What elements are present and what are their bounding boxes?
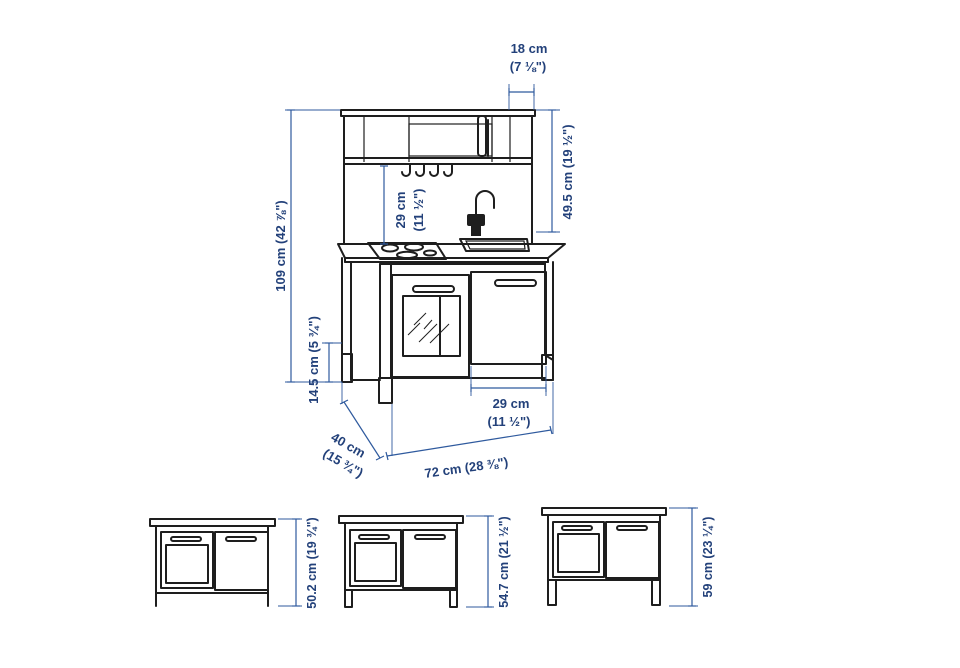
adjusted-height-view-high: 59 cm (23 ¼"): [541, 507, 715, 607]
utensil-hooks: [401, 163, 453, 177]
label-height-mid: 54.7 cm (21 ½"): [497, 516, 511, 607]
hob: [367, 242, 447, 260]
label-door-width-in: (11 ½"): [487, 414, 530, 429]
towel-rail: [477, 115, 487, 157]
main-dimensions: 18 cm (7 ⅛") 49.5 cm (19 ½") 29 cm (11 ½…: [273, 41, 575, 481]
label-shelf-gap-in: (11 ½"): [411, 188, 426, 231]
label-height-high: 59 cm (23 ¼"): [701, 517, 715, 598]
label-width: 72 cm (28 ⅜"): [424, 454, 509, 481]
hutch-top-board: [340, 109, 536, 117]
countertop: [337, 243, 566, 259]
faucet: [467, 190, 495, 236]
label-height-low: 50.2 cm (19 ¾"): [305, 517, 319, 608]
adjusted-height-view-mid: 54.7 cm (21 ½"): [338, 515, 511, 608]
oven-handle: [412, 285, 455, 293]
label-base-height: 14.5 cm (5 ¾"): [306, 316, 321, 404]
label-upper-height: 49.5 cm (19 ½"): [560, 124, 575, 219]
label-shelf-gap-cm: 29 cm: [393, 192, 408, 229]
legs: [341, 353, 554, 404]
label-top-depth-cm: 18 cm: [511, 41, 548, 56]
label-door-width-cm: 29 cm: [493, 396, 530, 411]
adjusted-height-view-low: 50.2 cm (19 ¾"): [149, 517, 319, 609]
play-kitchen-main-view: [337, 109, 566, 404]
oven-door: [391, 274, 470, 378]
label-top-depth-in: (7 ⅛"): [510, 59, 547, 74]
cupboard-handle: [494, 279, 537, 287]
cupboard-door: [470, 271, 547, 365]
label-total-height: 109 cm (42 ⅞"): [273, 200, 288, 291]
sink: [459, 238, 530, 252]
